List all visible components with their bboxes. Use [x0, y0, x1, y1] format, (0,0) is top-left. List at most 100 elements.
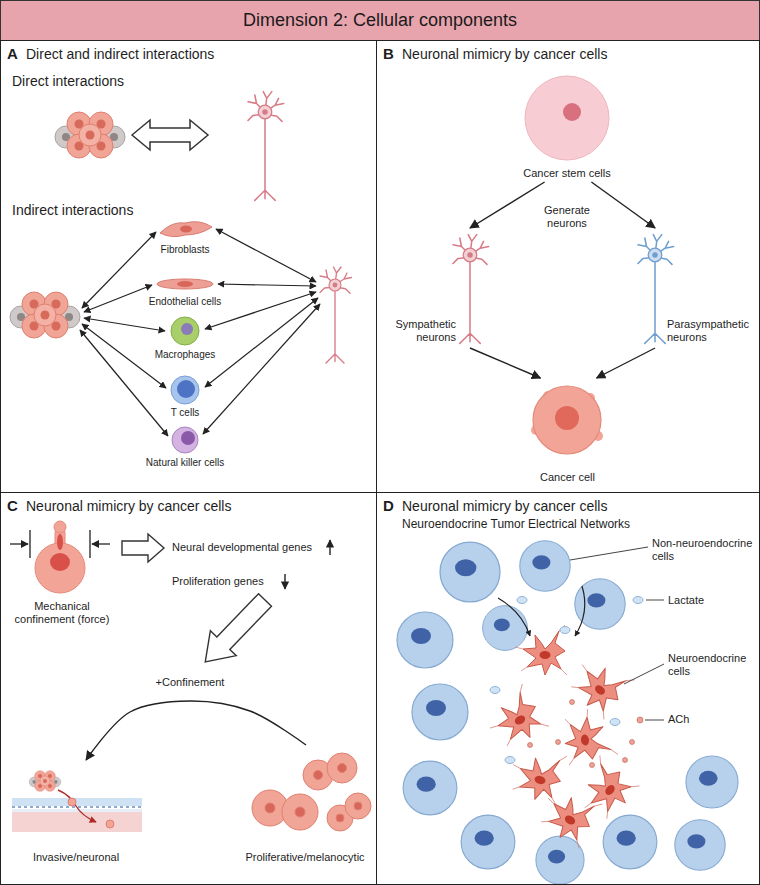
invasion-icon: [12, 771, 142, 832]
leader-line: [646, 600, 664, 601]
confinement-force: [10, 543, 28, 544]
trend-arrow: [284, 574, 285, 589]
gene-label: Proliferation genes: [172, 575, 264, 588]
ach-dots: [630, 740, 635, 745]
nk-cell-icon: [181, 431, 195, 445]
ach-dots: [556, 740, 561, 745]
non-neuroendocrine-cells: [603, 815, 657, 869]
cell-figure: Cancer cell: [515, 378, 622, 486]
non-neuroendocrine-cells: [675, 820, 725, 870]
lactate-drops: [560, 627, 570, 634]
ach-dots: [528, 743, 533, 748]
figure-label: Sympathetic neurons: [380, 318, 456, 344]
confinement-force: [29, 530, 30, 558]
double-arrow: [132, 120, 208, 150]
interaction-arrows: [205, 298, 318, 387]
nk-cell-icon: [172, 427, 198, 453]
ach-dots: [623, 758, 628, 763]
confined-cell-icon: [54, 521, 66, 533]
invasion-icon: [12, 809, 142, 812]
confinement-force: [10, 530, 110, 558]
cell-label: Macrophages: [155, 349, 216, 361]
lactate-drops: [517, 597, 527, 604]
non-neuroendocrine-cells: [483, 606, 528, 651]
panel-letter: A: [7, 45, 18, 63]
interaction-arrows: [216, 229, 316, 282]
neuroendocrine-cells: [534, 779, 604, 848]
macrophage-icon: [171, 317, 199, 345]
panel-heading: Direct and indirect interactions: [26, 46, 214, 63]
dividing-cells-icon: [265, 803, 275, 813]
neuroendocrine-cells: [515, 625, 567, 675]
fibroblast-icon: [160, 222, 212, 237]
neuron-figure: Parasympathetic neurons: [640, 228, 757, 348]
endothelial-icon: [157, 279, 213, 289]
interaction-arrows: [82, 232, 156, 308]
panel: BNeuronal mimicry by cancer cellsCancer …: [376, 40, 760, 493]
confined-cell-icon: [35, 521, 85, 593]
stem-cell-icon: [525, 76, 609, 160]
cancer-cluster: [55, 112, 125, 158]
hollow-arrow: [192, 587, 278, 674]
interaction-arrows: [205, 292, 316, 329]
hollow-arrow: [122, 534, 164, 562]
interaction-arrows: [84, 285, 152, 312]
neuroendocrine-cells: [479, 625, 639, 848]
callout-label: Neuroendocrine cells: [668, 652, 756, 678]
panel-letter: B: [383, 45, 394, 63]
flow-arrow: [498, 586, 585, 636]
interaction-arrows: [218, 284, 316, 286]
cell-label: Endothelial cells: [149, 296, 221, 308]
panel: A Direct and indirect interactions: [0, 40, 377, 493]
macrophage-icon: [171, 317, 199, 345]
leader-line: [570, 547, 664, 720]
connector-arrow: [597, 348, 656, 378]
title-text: Dimension 2: Cellular components: [243, 10, 517, 32]
interaction-arrows: [203, 304, 320, 434]
confinement-force: [89, 530, 90, 558]
non-neuroendocrine-cells: [520, 541, 570, 591]
neuron-icon: [248, 92, 284, 201]
confined-cell-icon: [35, 543, 85, 593]
neuron-icon: [453, 235, 489, 344]
callout-label: Non-neuroendocrine cells: [652, 537, 756, 563]
ach-dots: [637, 717, 643, 723]
panel-heading: Neuronal mimicry by cancer cells: [402, 498, 607, 515]
hollow-arrow: [122, 534, 164, 562]
panel-letter: C: [7, 497, 18, 515]
cancer-cluster: [10, 292, 80, 338]
interaction-arrows: [80, 229, 320, 436]
cell-label: Mechanical confinement (force): [6, 600, 118, 626]
title-band: Dimension 2: Cellular components: [0, 0, 760, 41]
macrophage-icon: [181, 323, 193, 335]
figure-label: Parasympathetic neurons: [667, 318, 755, 344]
state-figure: Invasive/neuronal: [6, 760, 148, 866]
connector-arrow: [86, 701, 306, 760]
lactate-drops: [505, 757, 515, 764]
non-neuroendocrine-cells: [686, 756, 738, 808]
neuroendocrine-cells: [506, 743, 569, 805]
interaction-arrows: [82, 324, 166, 388]
non-neuroendocrine-cells: [397, 612, 453, 668]
connector-arrow: [470, 182, 545, 228]
hollow-arrow: [192, 587, 278, 674]
neuron-icon: [453, 235, 489, 344]
stem-cell-icon: [563, 103, 581, 121]
cell-label: Natural killer cells: [146, 457, 224, 469]
edge-label: +Confinement: [154, 676, 227, 689]
t-cell-icon: [171, 376, 199, 404]
t-cell-icon: [177, 380, 195, 398]
cancer-cell-icon: [533, 386, 601, 454]
non-neuroendocrine-cells: [536, 836, 584, 884]
non-neuroendocrine-cells: [403, 761, 457, 815]
neuroendocrine-cells: [479, 683, 549, 752]
lactate-drops: [490, 687, 500, 694]
leader-line: [645, 720, 664, 721]
figure-label: Cancer stem cells: [508, 167, 626, 180]
panel-subheading: Neuroendocrine Tumor Electrical Networks: [402, 517, 630, 531]
double-arrow: [132, 120, 208, 150]
invasion-icon: [12, 812, 142, 832]
neuron-icon: [320, 267, 352, 363]
confined-cell-icon: [50, 553, 70, 571]
